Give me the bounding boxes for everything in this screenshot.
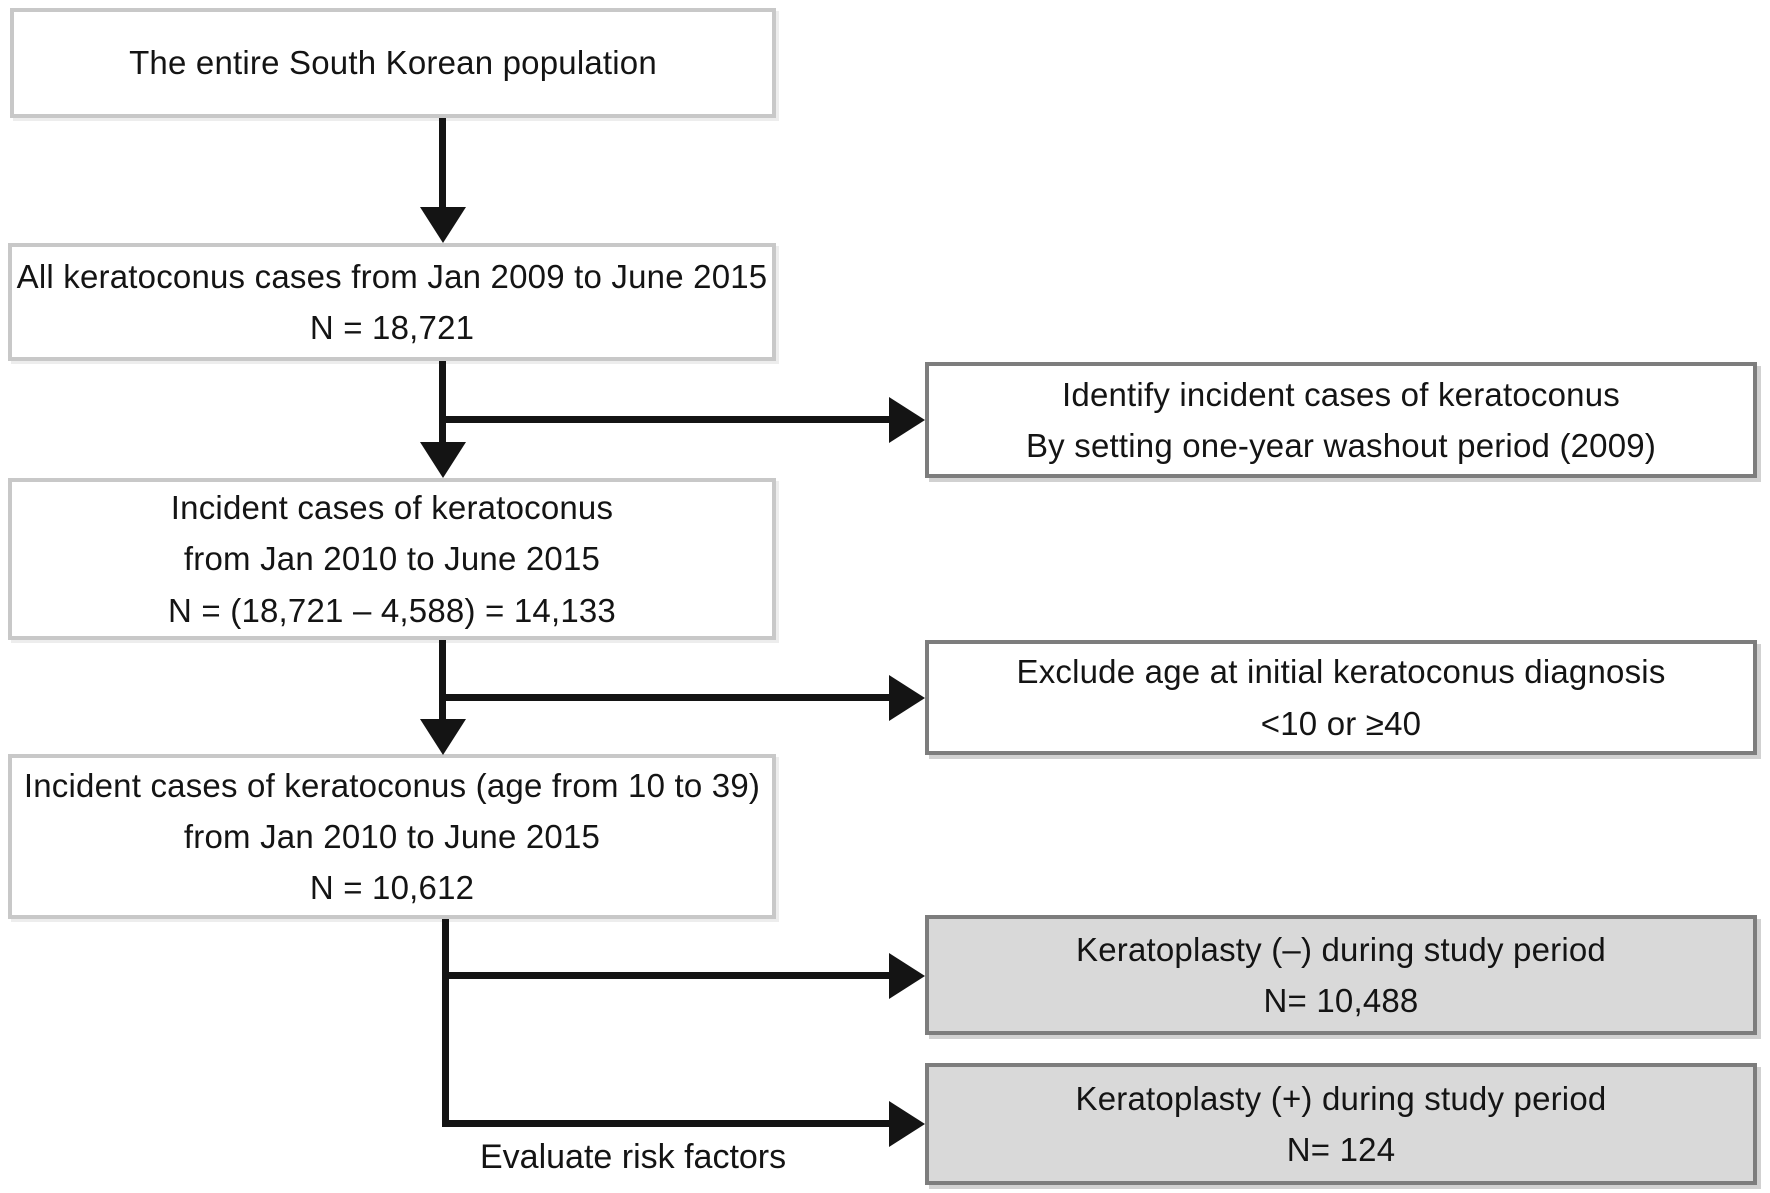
box-all-cases-count: N = 18,721 [309,309,475,346]
arrowhead-down-3-icon [420,719,466,755]
connector-v3 [439,640,446,722]
box-incident-cases-line1: Incident cases of keratoconus [170,489,614,527]
box-keratoplasty-positive-line1: Keratoplasty (+) during study period [1075,1079,1607,1117]
box-incident-cases-count: N = (18,721 – 4,588) = 14,133 [168,591,616,629]
box-incident-cases-age-line1: Incident cases of keratoconus (age from … [23,766,761,804]
box-keratoplasty-positive: Keratoplasty (+) during study period N= … [925,1063,1757,1185]
box-washout-line1: Identify incident cases of keratoconus [1062,375,1620,413]
box-keratoplasty-negative-count: N= 10,488 [1263,982,1419,1019]
box-washout-line2: By setting one-year washout period (2009… [1025,427,1657,464]
connector-h4 [445,1120,889,1127]
arrowhead-right-4-icon [889,1101,925,1147]
box-all-cases: All keratoconus cases from Jan 2009 to J… [8,243,776,361]
connector-v2 [439,361,446,445]
box-exclude-age: Exclude age at initial keratoconus diagn… [925,640,1757,755]
arrowhead-right-3-icon [889,953,925,999]
box-washout: Identify incident cases of keratoconus B… [925,362,1757,478]
box-population-text: The entire South Korean population [129,44,657,82]
box-incident-cases-age: Incident cases of keratoconus (age from … [8,754,776,919]
arrowhead-right-2-icon [889,675,925,721]
arrowhead-down-2-icon [420,442,466,478]
arrowhead-down-1-icon [420,207,466,243]
box-all-cases-line1: All keratoconus cases from Jan 2009 to J… [16,257,768,295]
box-keratoplasty-negative-line1: Keratoplasty (–) during study period [1076,930,1606,968]
connector-h2 [442,694,889,701]
box-exclude-age-line1: Exclude age at initial keratoconus diagn… [1016,653,1666,691]
connector-h3 [445,972,889,979]
box-incident-cases: Incident cases of keratoconus from Jan 2… [8,478,776,640]
connector-v4 [442,919,449,1127]
box-exclude-age-line2: <10 or ≥40 [1260,704,1422,742]
box-keratoplasty-negative: Keratoplasty (–) during study period N= … [925,915,1757,1035]
box-keratoplasty-positive-count: N= 124 [1286,1131,1396,1168]
connector-h1 [442,416,889,423]
evaluate-risk-factors-label: Evaluate risk factors [480,1138,787,1176]
box-incident-cases-age-line2: from Jan 2010 to June 2015 [183,817,601,855]
box-incident-cases-age-count: N = 10,612 [309,869,475,907]
box-incident-cases-line2: from Jan 2010 to June 2015 [183,540,601,578]
connector-v1 [439,118,446,210]
box-population: The entire South Korean population [10,8,776,118]
arrowhead-right-1-icon [889,397,925,443]
